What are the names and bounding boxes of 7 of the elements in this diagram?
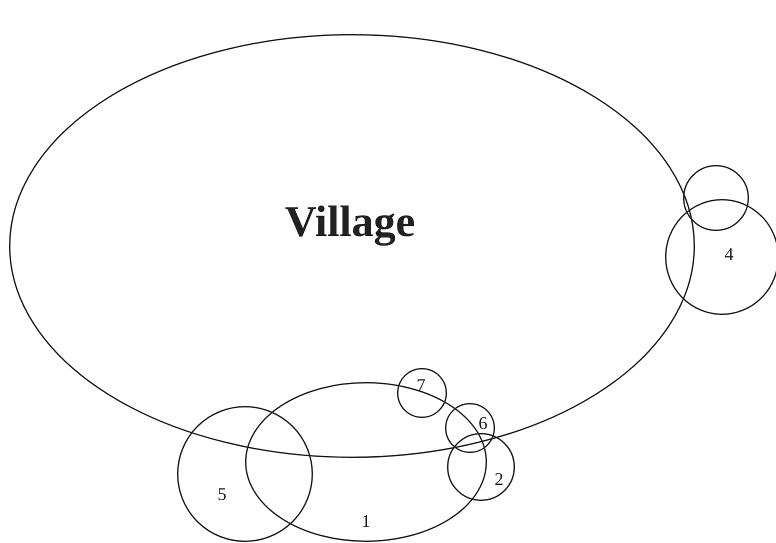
region-title: Village xyxy=(284,200,416,244)
region-number: 6 xyxy=(478,414,488,432)
region-number: 2 xyxy=(494,470,504,488)
region-number: 4 xyxy=(724,245,734,263)
region-number: 5 xyxy=(218,485,226,503)
region-number: 1 xyxy=(362,512,370,530)
region-number: 7 xyxy=(416,376,426,394)
